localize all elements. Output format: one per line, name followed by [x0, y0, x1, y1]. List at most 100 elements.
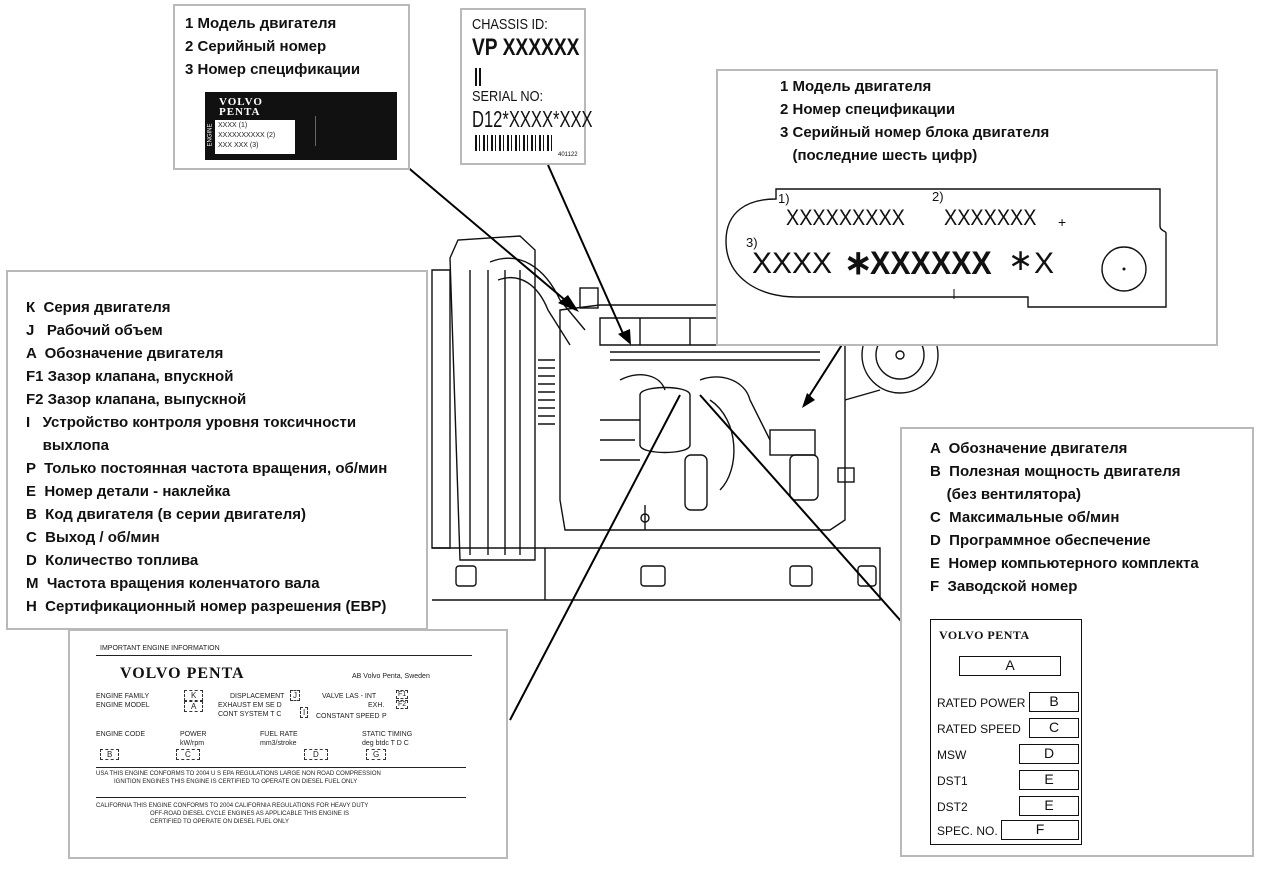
chassis-label: CHASSIS ID: [472, 16, 548, 33]
chassis-plate: CHASSIS ID: VP XXXXXX SERIAL NO: D12*XXX… [460, 8, 593, 165]
rated-speed-label: RATED SPEED [937, 722, 1021, 736]
block-mark-2: 2) [932, 189, 944, 204]
callout-model-serial-line: 3 Номер спецификации [185, 61, 361, 78]
callout-block-serial: 1 Модель двигателя 2 Номер спецификации … [716, 69, 1218, 346]
usa-text: IGNITION ENGINES THIS ENGINE IS CERTIFIE… [114, 779, 358, 785]
usa-text: USA THIS ENGINE CONFORMS TO 2004 U S EPA… [96, 771, 381, 777]
legend-left-item: D Количество топлива [26, 552, 199, 569]
asterisk-icon: ∗ [844, 244, 873, 282]
emission-header-rule [96, 655, 472, 656]
engine-code-label: ENGINE CODE [96, 731, 146, 738]
field-g: G [366, 749, 387, 760]
dst2-label: DST2 [937, 800, 968, 814]
callout-model-serial-line: 2 Серийный номер [185, 38, 327, 55]
callout-block-line: 2 Номер спецификации [780, 101, 956, 118]
block-row1-spec: XXXXXXX [944, 205, 1037, 230]
plate-row: XXXX (1) [218, 122, 248, 129]
block-row1-model: XXXXXXXXX [786, 205, 905, 230]
legend-left-item: H Сертификационный номер разрешения (EBP… [26, 598, 387, 615]
field-f1: F1 [396, 690, 409, 699]
callout-model-serial-line: 1 Модель двигателя [185, 15, 337, 32]
field-i: I [300, 707, 309, 718]
serial-label: SERIAL NO: [472, 88, 544, 105]
emission-label: IMPORTANT ENGINE INFORMATION VOLVO PENTA… [90, 641, 472, 839]
block-row2-serial: XXXXXX [870, 245, 992, 281]
emission-brand: VOLVO PENTA [120, 665, 245, 682]
plate-row: XXXXXXXXXX (2) [218, 132, 276, 139]
field-k: K [184, 690, 204, 701]
ca-text: OFF-ROAD DIESEL CYCLE ENGINES AS APPLICA… [150, 811, 350, 817]
engine-model-label: ENGINE MODEL [96, 702, 150, 709]
timing-unit: deg btdc T D C [362, 740, 409, 747]
legend-left: К Серия двигателя J Рабочий объем A Обоз… [6, 270, 428, 630]
emission-label-callout: IMPORTANT ENGINE INFORMATION VOLVO PENTA… [68, 629, 508, 859]
block-row2-suffix: X [1034, 247, 1055, 280]
legend-left-item: F1 Зазор клапана, впускной [26, 368, 234, 385]
emission-company: AB Volvo Penta, Sweden [352, 673, 430, 680]
arrowhead-block [802, 393, 815, 408]
rating-plate: VOLVO PENTA A RATED POWER B RATED SPEED … [930, 619, 1082, 845]
field-a: A [184, 701, 204, 712]
rating-field-a: A [959, 656, 1061, 676]
block-mark-1: 1) [778, 191, 790, 206]
exhaust-label: EXHAUST EM SE D [218, 702, 282, 709]
serial-value: D12*XXXX*XXX [472, 106, 593, 132]
fuel-rate-label: FUEL RATE [260, 731, 298, 738]
field-j: J [290, 690, 300, 701]
legend-right-item: (без вентилятора) [930, 486, 1081, 503]
field-b: B [100, 749, 120, 760]
callout-block-line: 3 Серийный номер блока двигателя [780, 124, 1050, 141]
plate-side-label: ENGINE [207, 123, 214, 147]
callout-block-line: 1 Модель двигателя [780, 78, 932, 95]
legend-right-item: A Обозначение двигателя [930, 440, 1128, 457]
exh-label: EXH. [368, 702, 385, 709]
legend-right-item: D Программное обеспечение [930, 532, 1151, 549]
field-f2: F2 [396, 700, 409, 709]
plate-row: XXX XXX (3) [218, 142, 259, 149]
legend-right-item: B Полезная мощность двигателя [930, 463, 1181, 480]
block-serial-outline [725, 188, 1167, 308]
leader-line-emission [509, 394, 681, 721]
legend-left-item: К Серия двигателя [26, 299, 171, 316]
ca-text: CERTIFIED TO OPERATE ON DIESEL FUEL ONLY [150, 819, 290, 825]
arrowhead-model [558, 295, 579, 312]
engine-id-plate: VOLVO PENTA ENGINE XXXX (1) XXXXXXXXXX (… [205, 92, 397, 160]
ca-text: CALIFORNIA THIS ENGINE CONFORMS TO 2004 … [96, 803, 369, 809]
rating-field-b: B [1029, 692, 1079, 712]
rating-brand: VOLVO PENTA [939, 628, 1030, 642]
valve-lash-label: VALVE LAS - INT [322, 693, 377, 700]
field-c: C [176, 749, 200, 760]
constant-speed-label: CONSTANT SPEED [316, 713, 380, 720]
barcode-icon [475, 135, 555, 151]
legend-left-item: A Обозначение двигателя [26, 345, 224, 362]
legend-left-item: C Выход / об/мин [26, 529, 160, 546]
rating-field-c: C [1029, 718, 1079, 738]
callout-block-line: (последние шесть цифр) [780, 147, 978, 164]
block-row2-prefix: XXXX [752, 247, 833, 280]
legend-left-item: выхлопа [26, 437, 109, 454]
rating-field-e2: E [1019, 796, 1079, 816]
power-label: POWER [180, 731, 207, 738]
control-system-label: CONT SYSTEM T C [218, 711, 282, 718]
rating-field-e1: E [1019, 770, 1079, 790]
fuel-unit: mm3/stroke [260, 740, 297, 747]
barcode-icon [475, 68, 481, 86]
usa-rule [96, 767, 466, 768]
chassis-value: VP XXXXXX [472, 34, 580, 61]
field-p: P [382, 713, 387, 720]
legend-right: A Обозначение двигателя B Полезная мощно… [900, 427, 1254, 857]
plate-divider [315, 116, 316, 146]
legend-left-item: E Номер детали - наклейка [26, 483, 231, 500]
asterisk-icon: ∗ [1008, 244, 1034, 277]
legend-left-item: P Только постоянная частота вращения, об… [26, 460, 388, 477]
plate-brand-top: VOLVO [219, 96, 263, 108]
plate-code: 401122 [558, 152, 578, 158]
static-timing-label: STATIC TIMING [362, 731, 413, 738]
plate-white-panel: XXXX (1) XXXXXXXXXX (2) XXX XXX (3) [215, 120, 295, 154]
legend-right-item: F Заводской номер [930, 578, 1078, 595]
spec-no-label: SPEC. NO. [937, 824, 998, 838]
rating-field-f: F [1001, 820, 1079, 840]
crosshair-icon: + [1058, 214, 1067, 230]
arrowhead-chassis [618, 329, 631, 345]
